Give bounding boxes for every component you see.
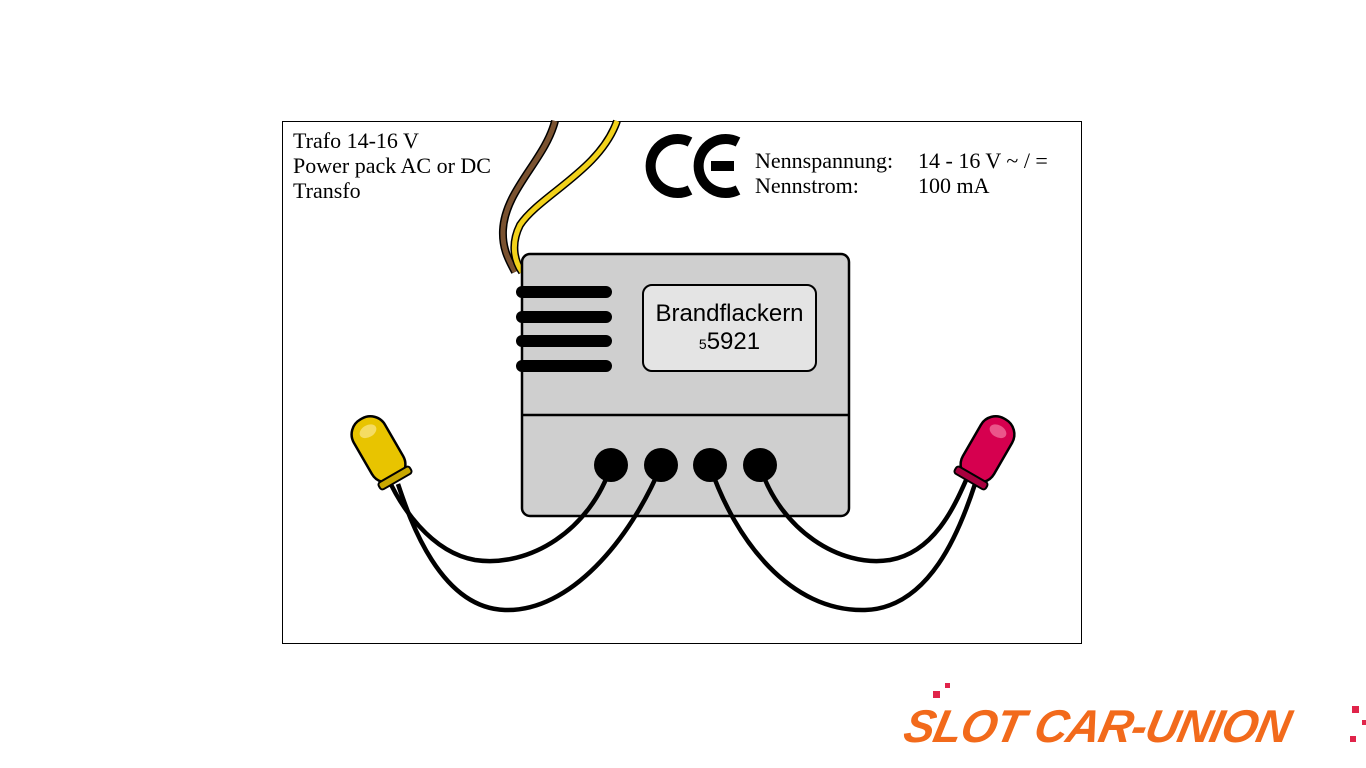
voltage-value: 14 - 16 V ~ / = [918,148,1048,173]
output-wires [385,465,978,613]
power-line: Transfo [293,178,361,203]
yellow-led [350,415,413,491]
module-number-prefix: 5 [698,336,707,352]
diagram-frame [282,121,1082,644]
spec-block: Nennspannung: 14 - 16 V ~ / = Nennstrom:… [755,148,1048,198]
ce-mark-icon [645,134,741,198]
terminal-4 [743,448,777,482]
current-value: 100 mA [918,173,990,198]
logo-decor [933,683,1366,742]
voltage-label: Nennspannung: [755,148,894,173]
power-supply-label: Trafo 14-16 V Power pack AC or DC Transf… [293,128,491,203]
current-label: Nennstrom: [755,173,859,198]
vent-slots [516,286,612,372]
slot-car-union-logo: SLOT CAR-UNION [899,700,1296,752]
yellow-wire [510,119,621,275]
terminal-1 [594,448,628,482]
module-name: Brandflackern [655,300,804,327]
terminal-2 [644,448,678,482]
module-number: 5921 [706,328,761,355]
power-line: Power pack AC or DC [293,153,491,178]
power-line: Trafo 14-16 V [293,128,419,153]
module-label-plate: Brandflackern 55921 [642,284,817,372]
terminal-3 [693,448,727,482]
red-led [953,415,1016,491]
module-number-line: 55921 [644,328,815,358]
